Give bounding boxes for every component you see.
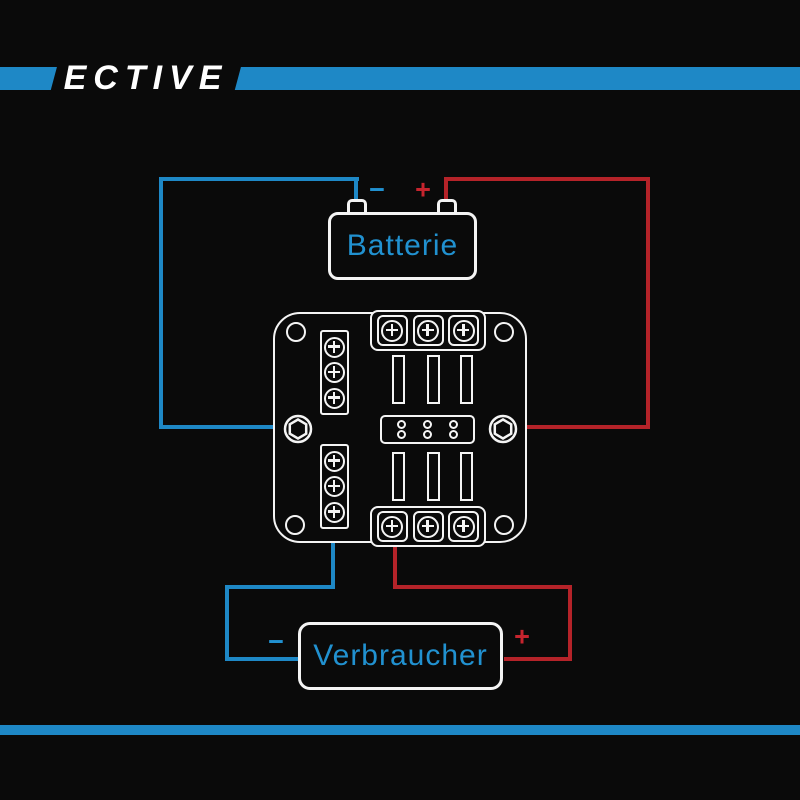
wire-segment [225, 657, 301, 661]
fuse-distribution-block [273, 310, 527, 547]
connector-hole-icon [422, 419, 432, 429]
wire-segment [225, 585, 229, 661]
battery-plus-sign: + [415, 174, 431, 205]
bus-terminal-icon [448, 511, 480, 542]
screw-terminal-icon [324, 387, 345, 409]
fuse-slot-icon [427, 355, 440, 404]
terminal-strip-upper [320, 330, 349, 415]
connector-hole-icon [449, 419, 459, 429]
wire-segment [331, 512, 335, 589]
battery-minus-sign: − [369, 174, 385, 205]
fuse-slot-icon [392, 355, 405, 404]
bus-terminal-icon [412, 315, 444, 346]
connector-hole-icon [396, 419, 406, 429]
brand-bar-bottom [0, 725, 800, 735]
wire-segment [393, 585, 572, 589]
consumer-plus-sign: + [514, 621, 530, 652]
wire-segment [354, 177, 358, 205]
mounting-hole-icon [494, 322, 514, 342]
screw-terminal-icon [324, 450, 345, 472]
screw-head-icon [417, 319, 439, 342]
bus-terminal-icon [412, 511, 444, 542]
ective-logo: ECTIVE [63, 59, 229, 97]
fuse-slot-icon [460, 355, 473, 404]
wire-segment [444, 177, 448, 205]
bus-terminal-icon [376, 315, 408, 346]
battery-box: Batterie [328, 212, 477, 280]
wire-segment [159, 425, 295, 429]
consumer-box: Verbraucher [298, 622, 503, 690]
screw-terminal-icon [324, 501, 345, 523]
mounting-hole-icon [285, 515, 305, 535]
fuse-slot-icon [460, 452, 473, 501]
bus-terminals-bottom [370, 506, 486, 547]
screw-terminal-icon [324, 476, 345, 497]
connector-hole-icon [422, 430, 432, 440]
hex-bolt-negative-icon [283, 414, 313, 444]
wire-segment [568, 585, 572, 661]
center-connector [380, 415, 475, 444]
screw-terminal-icon [324, 362, 345, 383]
mounting-hole-icon [494, 515, 514, 535]
terminal-strip-lower [320, 444, 349, 529]
wire-segment [225, 585, 335, 589]
consumer-label: Verbraucher [313, 639, 488, 672]
fuse-slot-icon [392, 452, 405, 501]
consumer-minus-sign: − [268, 626, 284, 657]
bus-terminal-icon [448, 315, 480, 346]
screw-head-icon [381, 515, 404, 538]
battery-label: Batterie [346, 229, 459, 262]
wire-segment [159, 177, 359, 181]
bus-terminals-top [370, 310, 486, 351]
screw-head-icon [452, 515, 475, 538]
screw-head-icon [417, 515, 439, 538]
wire-segment [159, 177, 163, 429]
fuse-slot-icon [427, 452, 440, 501]
screw-head-icon [452, 319, 475, 342]
wire-segment [393, 523, 397, 589]
wire-segment [445, 177, 650, 181]
wire-segment [504, 657, 572, 661]
screw-terminal-icon [324, 336, 345, 358]
mounting-hole-icon [286, 322, 306, 342]
connector-hole-icon [449, 430, 459, 440]
connector-hole-icon [396, 430, 406, 440]
screw-head-icon [381, 319, 404, 342]
bus-terminal-icon [376, 511, 408, 542]
wire-segment [503, 425, 650, 429]
hex-bolt-positive-icon [488, 414, 518, 444]
wire-segment [646, 177, 650, 429]
